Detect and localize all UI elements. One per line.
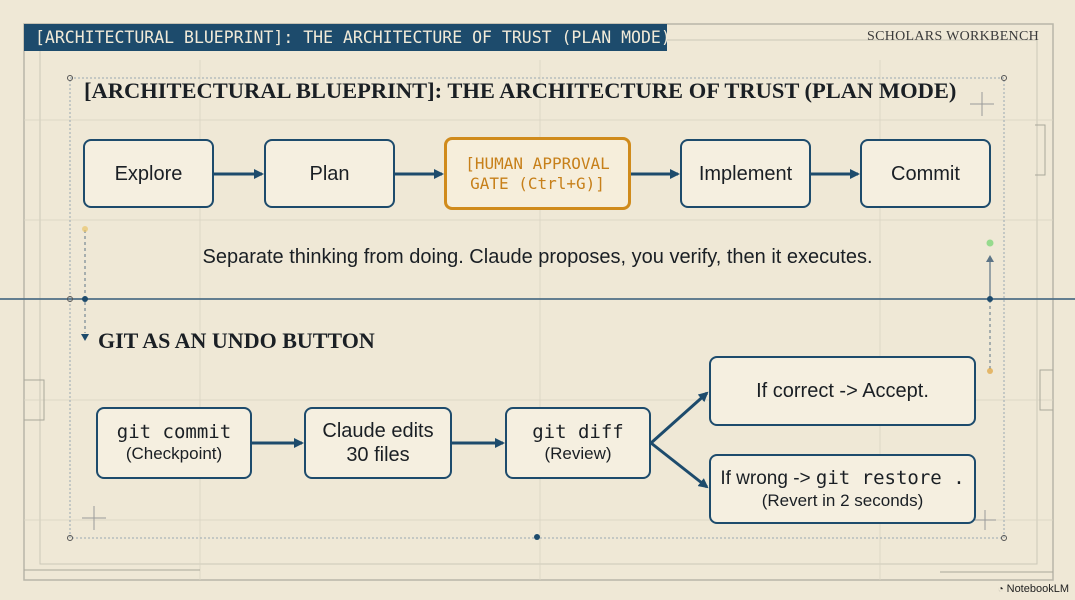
step-human-approval-gate: [HUMAN APPROVAL GATE (Ctrl+G)] <box>444 137 631 210</box>
claude-edits-line1: Claude edits <box>322 420 434 442</box>
restore-box: If wrong -> git restore . (Revert in 2 s… <box>709 454 976 524</box>
claude-edits-line2: 30 files <box>346 444 410 466</box>
restore-line: If wrong -> git restore . <box>720 467 964 491</box>
git-diff-sub: (Review) <box>544 444 612 464</box>
restore-sub: (Revert in 2 seconds) <box>761 490 924 510</box>
git-commit-code: git commit <box>116 421 232 444</box>
step-explore: Explore <box>83 139 214 208</box>
gate-label-line2: GATE (Ctrl+G)] <box>470 173 605 193</box>
section-title-git-undo: GIT AS AN UNDO BUTTON <box>98 328 375 353</box>
git-commit-sub: (Checkpoint) <box>125 444 223 464</box>
gate-label-line1: [HUMAN APPROVAL <box>465 154 610 174</box>
watermark-label: NotebookLM <box>1006 583 1069 595</box>
triangle-down-icon <box>81 334 89 341</box>
step-explore-label: Explore <box>114 162 183 185</box>
claude-edits-box: Claude edits 30 files <box>304 407 452 479</box>
step-plan-label: Plan <box>309 162 350 185</box>
step-implement-label: Implement <box>698 162 793 185</box>
git-commit-box: git commit (Checkpoint) <box>96 407 252 479</box>
section-title-plan-mode: [ARCHITECTURAL BLUEPRINT]: THE ARCHITECT… <box>84 78 957 103</box>
notebooklm-icon: ◔ <box>997 583 1004 595</box>
step-plan: Plan <box>264 139 395 208</box>
header-banner: [ARCHITECTURAL BLUEPRINT]: THE ARCHITECT… <box>24 24 667 51</box>
step-implement: Implement <box>680 139 811 208</box>
accept-label: If correct -> Accept. <box>756 380 929 402</box>
restore-prefix: If wrong -> <box>720 467 816 489</box>
brand-label: SCHOLARS WORKBENCH <box>867 29 1039 44</box>
step-commit-label: Commit <box>891 162 960 185</box>
restore-code: git restore . <box>815 466 965 489</box>
git-diff-code: git diff <box>532 421 624 444</box>
tagline: Separate thinking from doing. Claude pro… <box>202 246 873 268</box>
notebooklm-watermark: ◔ NotebookLM <box>998 583 1069 595</box>
accept-box: If correct -> Accept. <box>709 356 976 426</box>
step-commit: Commit <box>860 139 991 208</box>
git-diff-box: git diff (Review) <box>505 407 651 479</box>
